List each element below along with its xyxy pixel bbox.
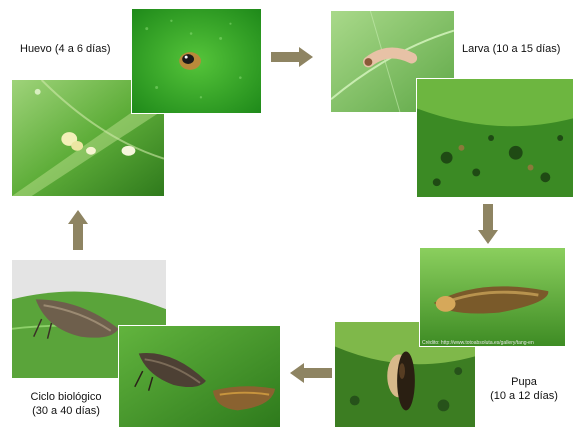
larva-stage-label: Larva (10 a 15 días) bbox=[462, 42, 560, 56]
adult-stage-name: Ciclo biológico bbox=[20, 390, 112, 404]
adult-moths-pair-photo bbox=[118, 325, 281, 428]
arrow-left-icon bbox=[290, 363, 332, 383]
pupa-closeup-photo: Crédito: http://www.totoabsoluta.es/gall… bbox=[419, 247, 566, 347]
photo-credit: Crédito: http://www.totoabsoluta.es/gall… bbox=[422, 340, 534, 346]
arrow-right-icon bbox=[271, 47, 313, 67]
pupa-stage-label: Pupa (10 a 12 días) bbox=[484, 375, 564, 403]
pupa-stage-duration: (10 a 12 días) bbox=[484, 389, 564, 403]
adult-stage-label: Ciclo biológico (30 a 40 días) bbox=[20, 390, 112, 418]
pupa-stage-name: Pupa bbox=[484, 375, 564, 389]
adult-stage-duration: (30 a 40 días) bbox=[20, 404, 112, 418]
larva-damaged-leaf-photo bbox=[416, 78, 574, 198]
arrow-down-icon bbox=[478, 204, 498, 244]
egg-stage-label: Huevo (4 a 6 días) bbox=[20, 42, 111, 56]
arrow-up-icon bbox=[68, 210, 88, 250]
single-egg-closeup-photo bbox=[131, 8, 262, 114]
